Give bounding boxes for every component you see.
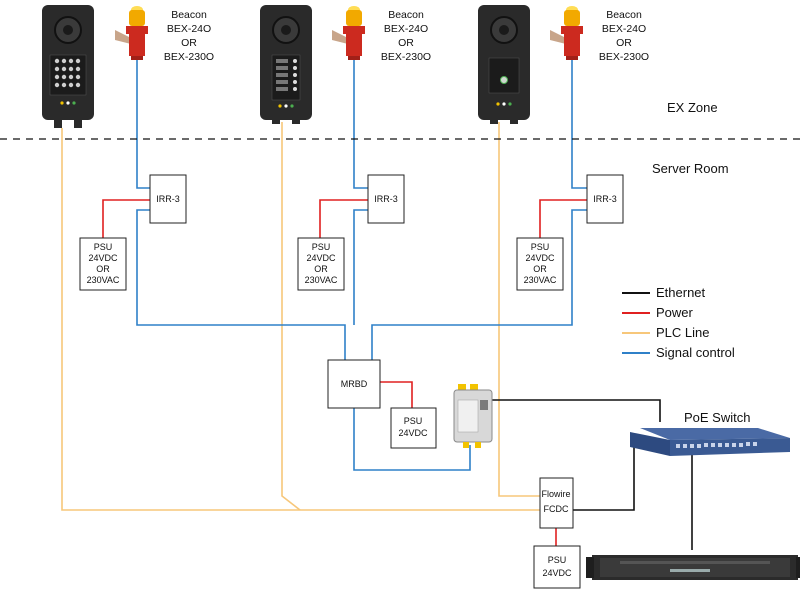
legend-item-plc-line: PLC Line <box>622 325 709 340</box>
signal-irr-1-to-mrbd <box>136 209 346 360</box>
poe-switch-label: PoE Switch <box>684 410 750 425</box>
plc-wire-3 <box>498 122 540 497</box>
svg-text:PSU: PSU <box>312 242 331 252</box>
flowire-fcdc-unit: Flowire FCDC <box>539 477 574 529</box>
intercom-station-keypad <box>42 5 94 128</box>
ethernet-tkis-to-switch <box>492 399 661 422</box>
svg-text:BEX-24O: BEX-24O <box>167 23 211 35</box>
svg-text:BEX-230O: BEX-230O <box>164 51 214 63</box>
svg-text:Power: Power <box>656 305 694 320</box>
signal-beacon-3-to-irr <box>571 60 587 189</box>
svg-text:Beacon: Beacon <box>388 9 424 21</box>
beacon-3-icon <box>550 6 583 60</box>
psu-3: PSU 24VDC OR 230VAC <box>516 237 564 291</box>
mrbd-unit: MRBD <box>327 359 381 409</box>
ethernet-wires <box>492 399 693 550</box>
svg-text:Signal control: Signal control <box>656 345 735 360</box>
legend-item-ethernet: Ethernet <box>622 285 706 300</box>
beacon-2-label: Beacon BEX-24O OR BEX-230O <box>381 9 431 63</box>
svg-text:OR: OR <box>533 264 547 274</box>
beacon-3-label: Beacon BEX-24O OR BEX-230O <box>599 9 649 63</box>
plc-wire-1 <box>61 128 540 511</box>
svg-text:IRR-3: IRR-3 <box>156 194 180 204</box>
svg-text:230VAC: 230VAC <box>524 275 557 285</box>
call-button-icon <box>500 76 508 84</box>
power-psu-3-to-irr <box>539 199 587 238</box>
svg-text:PSU: PSU <box>94 242 113 252</box>
plc-line-wires <box>61 122 540 511</box>
signal-mrbd-to-tkis <box>353 408 471 471</box>
irr-3-relay-3: IRR-3 <box>586 174 624 224</box>
signal-beacon-2-to-irr <box>353 60 368 189</box>
svg-text:PLC Line: PLC Line <box>656 325 709 340</box>
power-psu-2-to-irr <box>319 199 368 238</box>
svg-text:24VDC: 24VDC <box>306 253 336 263</box>
legend-item-signal-control: Signal control <box>622 345 735 360</box>
svg-text:OR: OR <box>181 37 197 49</box>
svg-text:24VDC: 24VDC <box>398 428 428 438</box>
network-switch-icon <box>630 428 790 456</box>
psu-1: PSU 24VDC OR 230VAC <box>79 237 127 291</box>
svg-text:230VAC: 230VAC <box>305 275 338 285</box>
power-mrbd-to-psu <box>380 381 413 408</box>
legend-item-power: Power <box>622 305 694 320</box>
svg-text:OR: OR <box>398 37 414 49</box>
svg-text:PSU: PSU <box>548 555 567 565</box>
svg-text:IRR-3: IRR-3 <box>593 194 617 204</box>
svg-text:IRR-3: IRR-3 <box>374 194 398 204</box>
svg-text:Beacon: Beacon <box>606 9 642 21</box>
ex-zone-label: EX Zone <box>667 100 718 115</box>
svg-text:BEX-230O: BEX-230O <box>381 51 431 63</box>
svg-text:PSU: PSU <box>531 242 550 252</box>
svg-text:PSU: PSU <box>404 416 423 426</box>
rack-server-icon <box>586 555 800 580</box>
beacon-1-icon <box>115 6 148 60</box>
button-strip-icon <box>276 59 297 91</box>
plc-wire-2 <box>281 122 301 511</box>
signal-control-wires <box>136 60 587 471</box>
psu-mrbd: PSU 24VDC <box>390 407 437 449</box>
beacon-2-icon <box>332 6 365 60</box>
svg-text:24VDC: 24VDC <box>88 253 118 263</box>
svg-text:OR: OR <box>314 264 328 274</box>
svg-text:BEX-24O: BEX-24O <box>602 23 646 35</box>
intercom-station-single-button <box>478 5 530 124</box>
svg-text:OR: OR <box>616 37 632 49</box>
svg-text:24VDC: 24VDC <box>525 253 555 263</box>
power-psu-1-to-irr <box>102 199 150 238</box>
legend: Ethernet Power PLC Line Signal control <box>622 285 735 360</box>
svg-text:230VAC: 230VAC <box>87 275 120 285</box>
keypad-icon <box>54 58 81 88</box>
svg-text:Flowire: Flowire <box>541 489 570 499</box>
psu-2: PSU 24VDC OR 230VAC <box>297 237 345 291</box>
signal-beacon-1-to-irr <box>136 60 150 189</box>
signal-irr-2-to-bus <box>353 209 368 325</box>
svg-text:MRBD: MRBD <box>341 379 368 389</box>
intercom-station-buttons <box>260 5 312 124</box>
din-rail-module-icon <box>453 384 493 448</box>
svg-text:Beacon: Beacon <box>171 9 207 21</box>
beacon-1-label: Beacon BEX-24O OR BEX-230O <box>164 9 214 63</box>
ethernet-flowire-to-switch <box>573 445 635 511</box>
svg-text:Ethernet: Ethernet <box>656 285 706 300</box>
irr-3-relay-2: IRR-3 <box>367 174 405 224</box>
server-room-label: Server Room <box>652 161 729 176</box>
signal-irr-3-to-mrbd <box>371 209 587 360</box>
svg-text:24VDC: 24VDC <box>542 568 572 578</box>
svg-text:FCDC: FCDC <box>544 504 569 514</box>
svg-text:OR: OR <box>96 264 110 274</box>
irr-3-relay-1: IRR-3 <box>149 174 187 224</box>
power-wires <box>102 199 587 546</box>
svg-text:BEX-24O: BEX-24O <box>384 23 428 35</box>
svg-text:BEX-230O: BEX-230O <box>599 51 649 63</box>
psu-flowire: PSU 24VDC <box>533 545 581 589</box>
